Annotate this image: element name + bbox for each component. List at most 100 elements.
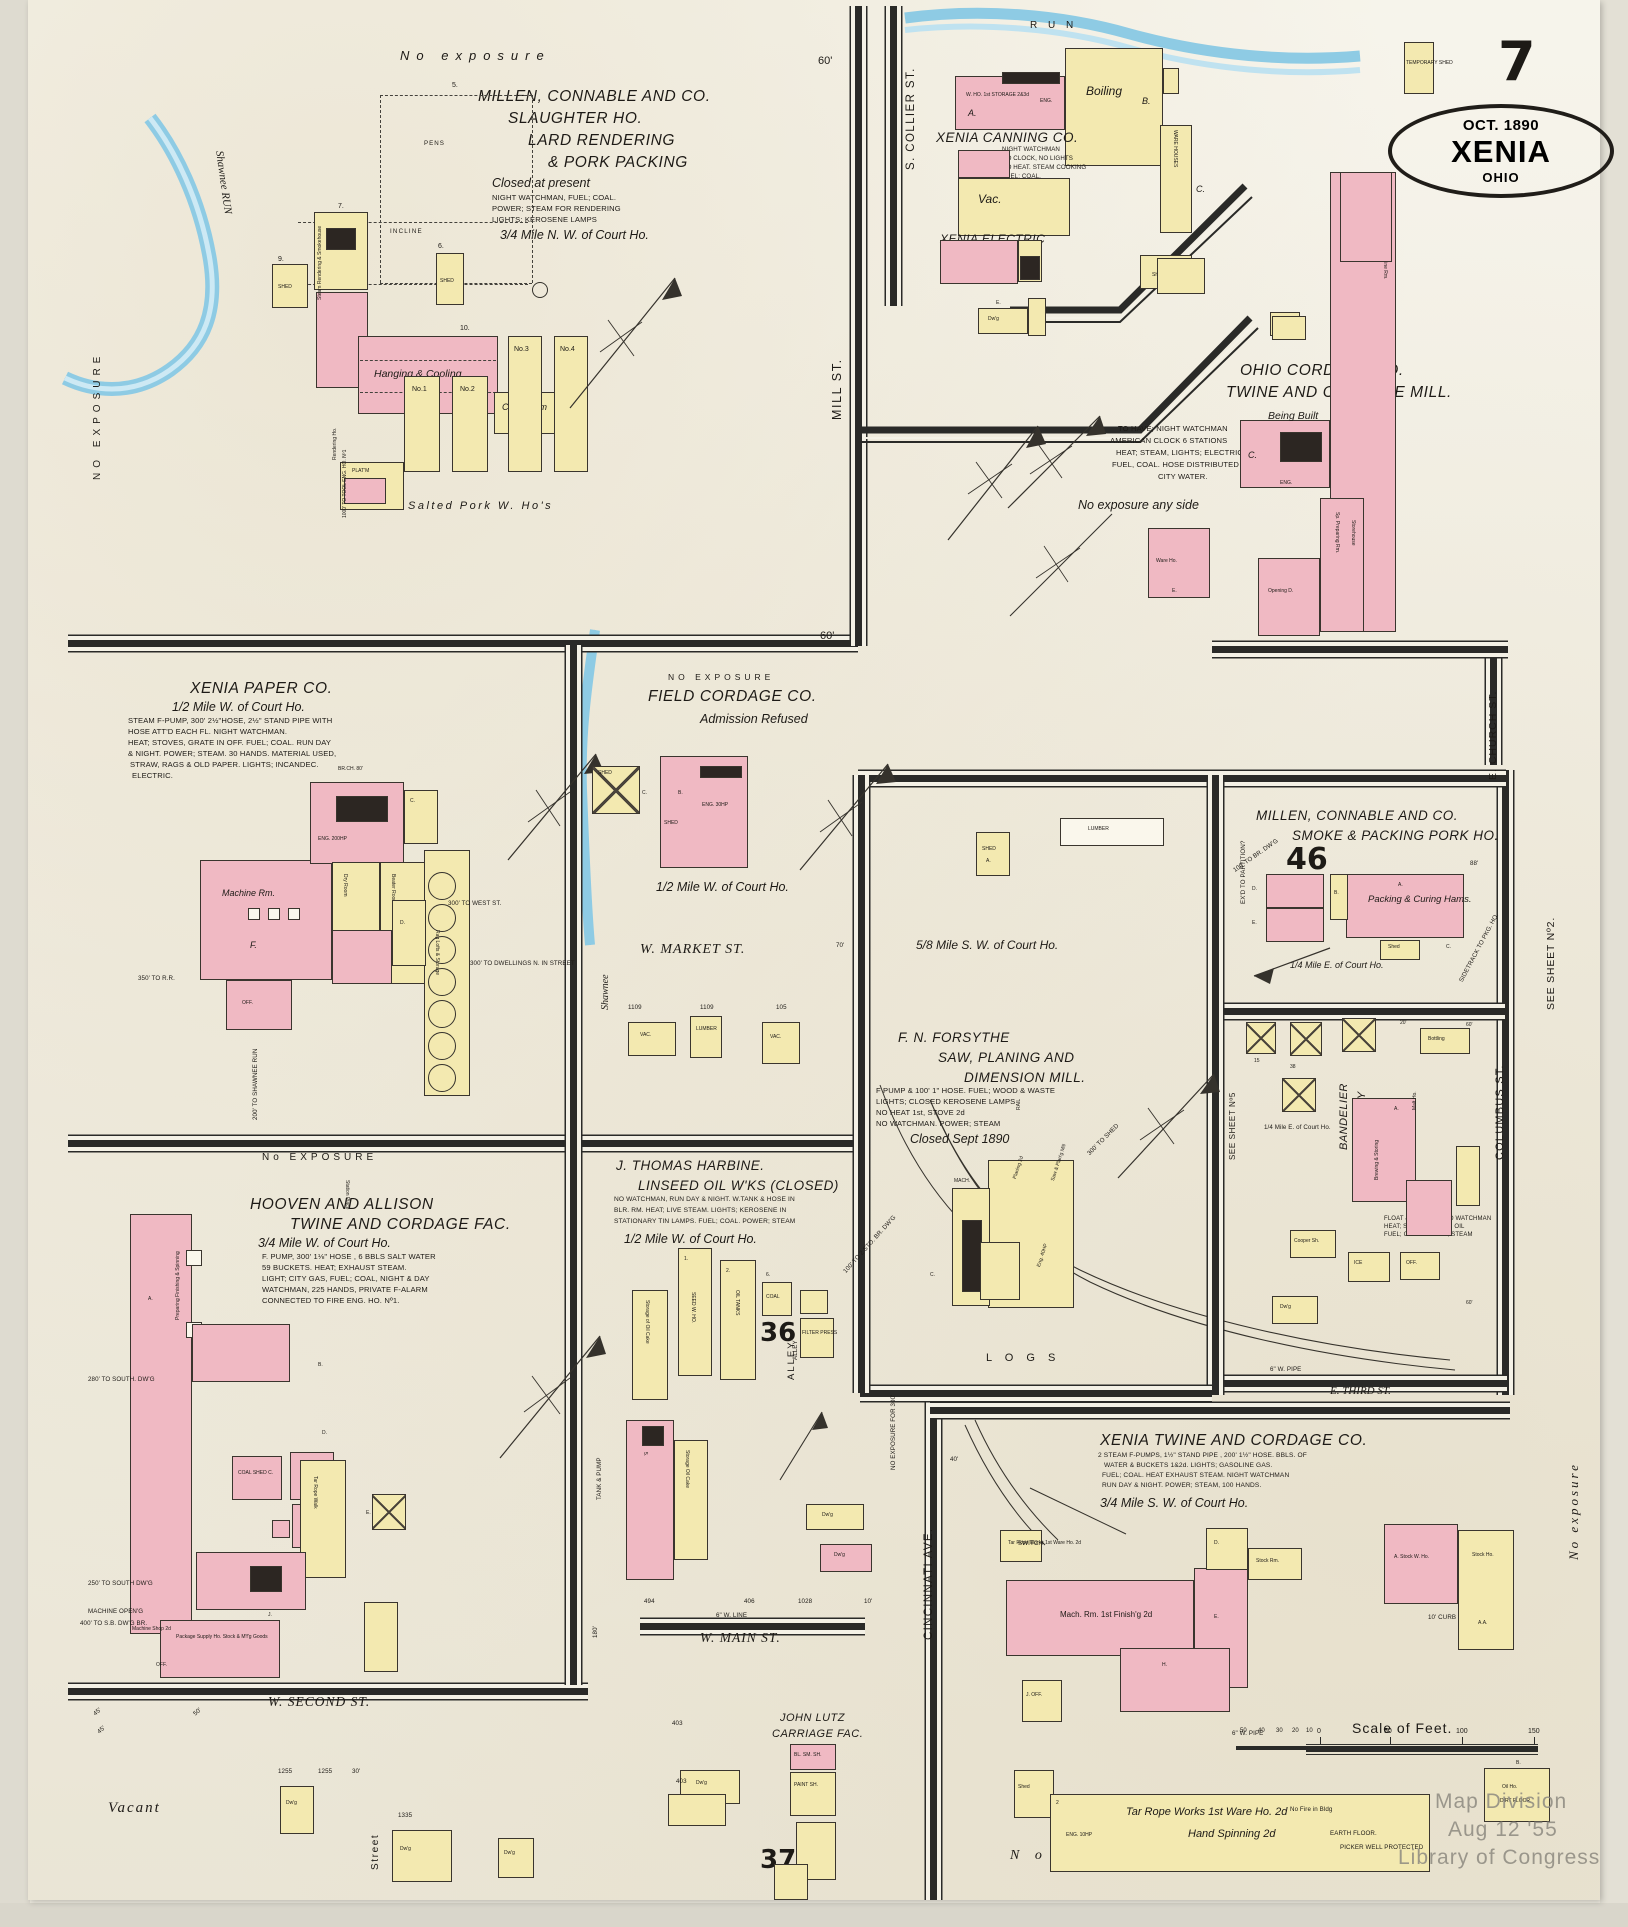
harbine-dim-403: 403 [672,1720,683,1727]
label-twine-e: E. [1214,1614,1219,1620]
label-pork-no3: No.3 [514,346,529,353]
building-canning-dark-strip [1002,72,1060,84]
harbine-dim-406: 406 [744,1598,755,1605]
building-hooven-e-inner [272,1520,290,1538]
note-vacant-sw: Vacant [108,1800,161,1816]
field-status: Admission Refused [700,712,808,726]
label-forsythe-a: A. [986,858,991,864]
label-brewery-brewing: Brewing & Storing [1374,1139,1380,1180]
street-horizontal-alley [1215,1008,1505,1015]
label-twine-nofire: No Fire in Bldg [1290,1806,1333,1813]
label-lutz-dwg: Dw'g [696,1780,707,1786]
building-cordage-opening-d [1258,558,1320,636]
hooven-note-3: LIGHT; CITY GAS, FUEL; COAL, NIGHT & DAY [262,1274,430,1283]
millen-distance: 3/4 Mile N. W. of Court Ho. [500,228,649,242]
building-brewery-hatch-4 [1282,1078,1316,1112]
building-canning-dwg-annex [1028,298,1046,336]
label-smoke-a: A. [1398,882,1403,888]
north-arrow-harbine [779,1411,828,1481]
label-twine-b: B. [1516,1760,1521,1766]
note-top-left-no-exposure: No exposure [400,48,551,63]
label-pork-no1: No.1 [412,386,427,393]
building-twine-oil-ho [1484,1768,1550,1822]
street-label-w-second-st: W. SECOND ST. [268,1694,371,1709]
forsythe-title-1: F. N. FORSYTHE [898,1030,1010,1045]
building-cordage-preparing-rm [1320,498,1364,632]
building-brewery-bottling [1420,1028,1470,1054]
building-canning-boiling [1065,48,1163,166]
field-dim-4: 70' [836,942,845,949]
brewery-dim-60-a: 60' [1466,1022,1473,1028]
millen-title-3: LARD RENDERING [528,132,676,149]
hooven-inner-1 [186,1250,202,1266]
loc-stamp-line-3: Library of Congress [1398,1846,1601,1869]
label-lutz-blsm: BL. SM. SH. [794,1752,822,1758]
scale-tick-150 [1534,1737,1535,1744]
building-twine-stock-rm [1248,1548,1302,1580]
north-arrow-field [799,763,896,871]
note-mid-no-exposure: No EXPOSURE [262,1152,378,1163]
scale-tick-100 [1462,1737,1463,1744]
paper-dim-4: 200' TO SHAWNEE RUN [252,1048,259,1120]
smoke-block-number: 46 [1286,842,1328,877]
cordage-note-1: TO HAVE; NIGHT WATCHMAN [1118,424,1228,433]
page-edge-right [1600,0,1628,1927]
twine-title: XENIA TWINE AND CORDAGE CO. [1100,1432,1368,1449]
paper-note-4: & NIGHT. POWER; STEAM. 30 HANDS. MATERIA… [128,749,337,758]
pens-outline-top [380,95,532,96]
building-harbine-coal [762,1282,792,1316]
building-salted-pork-1 [404,376,440,472]
label-twine-dirt-floor: DIRT FLOOR. [1500,1798,1532,1804]
smoke-dim-3: 88' [1470,860,1479,867]
note-street-width-top: 60' [818,55,833,67]
scale-bar-minor [1236,1746,1306,1750]
label-paper-d: D. [400,920,405,926]
label-paper-dryroom: Dry Room [342,874,348,897]
street-label-columbus-st: COLUMBUS ST. [1494,1064,1506,1160]
harbine-title-2: LINSEED OIL W'KS (CLOSED) [638,1178,839,1193]
building-brewery-off [1400,1252,1440,1280]
canning-note-4: FUEL; COAL. [1002,173,1041,180]
label-hooven-a: A. [148,1296,153,1302]
north-arrow-nw [569,277,682,409]
north-arrow-forsythe [1117,1073,1220,1179]
building-brewery-annex [1406,1180,1452,1236]
brewery-dim-38: 38 [1290,1064,1296,1070]
building-harbine-filter [800,1318,834,1358]
label-run-top: R U N [1030,20,1078,31]
forsythe-title-2: SAW, PLANING AND [938,1050,1075,1065]
street-label-e-church-st: E. CHURCH ST. [1487,690,1499,780]
label-vacant-30: 30' [352,1768,361,1775]
label-forsythe-mach: MACH. [954,1178,971,1184]
label-twine-stock-rm: Stock Rm. [1256,1558,1280,1564]
building-hooven-main [130,1214,192,1634]
building-vacant-dwg-2 [392,1830,452,1882]
twine-dim-pipe: 6" W. PIPE [1232,1730,1264,1737]
canning-note-1: NIGHT WATCHMAN [1002,146,1060,153]
label-pork-no2: No.2 [460,386,475,393]
label-harbine-coal: COAL [766,1294,780,1300]
building-paper-box2 [268,908,280,920]
brewery-dim-20: 20' [1400,1020,1407,1026]
label-brewery-dwg: Dw'g [1280,1304,1291,1310]
label-brewery-a: A. [1394,1106,1399,1112]
label-cordage-being-built: Being Built [1268,410,1319,422]
label-harbine-dwg-2: Dw'g [834,1552,845,1558]
building-rendering-dark [326,228,356,250]
building-paper-box3 [288,908,300,920]
label-warehouses: WARE HOUSES [1172,130,1178,168]
label-harbine-filter: FILTER PRESS [802,1330,838,1336]
label-cordage-eng: ENG. [1280,480,1293,486]
label-shed-6-num: 6. [438,243,444,250]
building-harbine-oil-tanks [720,1260,756,1380]
harbine-dim-10: 10' [864,1598,873,1605]
building-brewery-dwg [1272,1296,1318,1324]
hanging-cooling-div-1 [360,360,496,361]
millen-note-1: NIGHT WATCHMAN, FUEL; COAL. [492,193,617,202]
cordage-note-5: CITY WATER. [1158,472,1208,481]
label-hooven-station-place: Station Place [344,1180,350,1210]
street-horizontal-rightedge-cordage [1212,646,1508,653]
note-see-sheet-2: SEE SHEET Nº2. [1545,916,1557,1010]
paper-note-2: HOSE ATT'D EACH FL. NIGHT WATCHMAN. [128,727,288,736]
